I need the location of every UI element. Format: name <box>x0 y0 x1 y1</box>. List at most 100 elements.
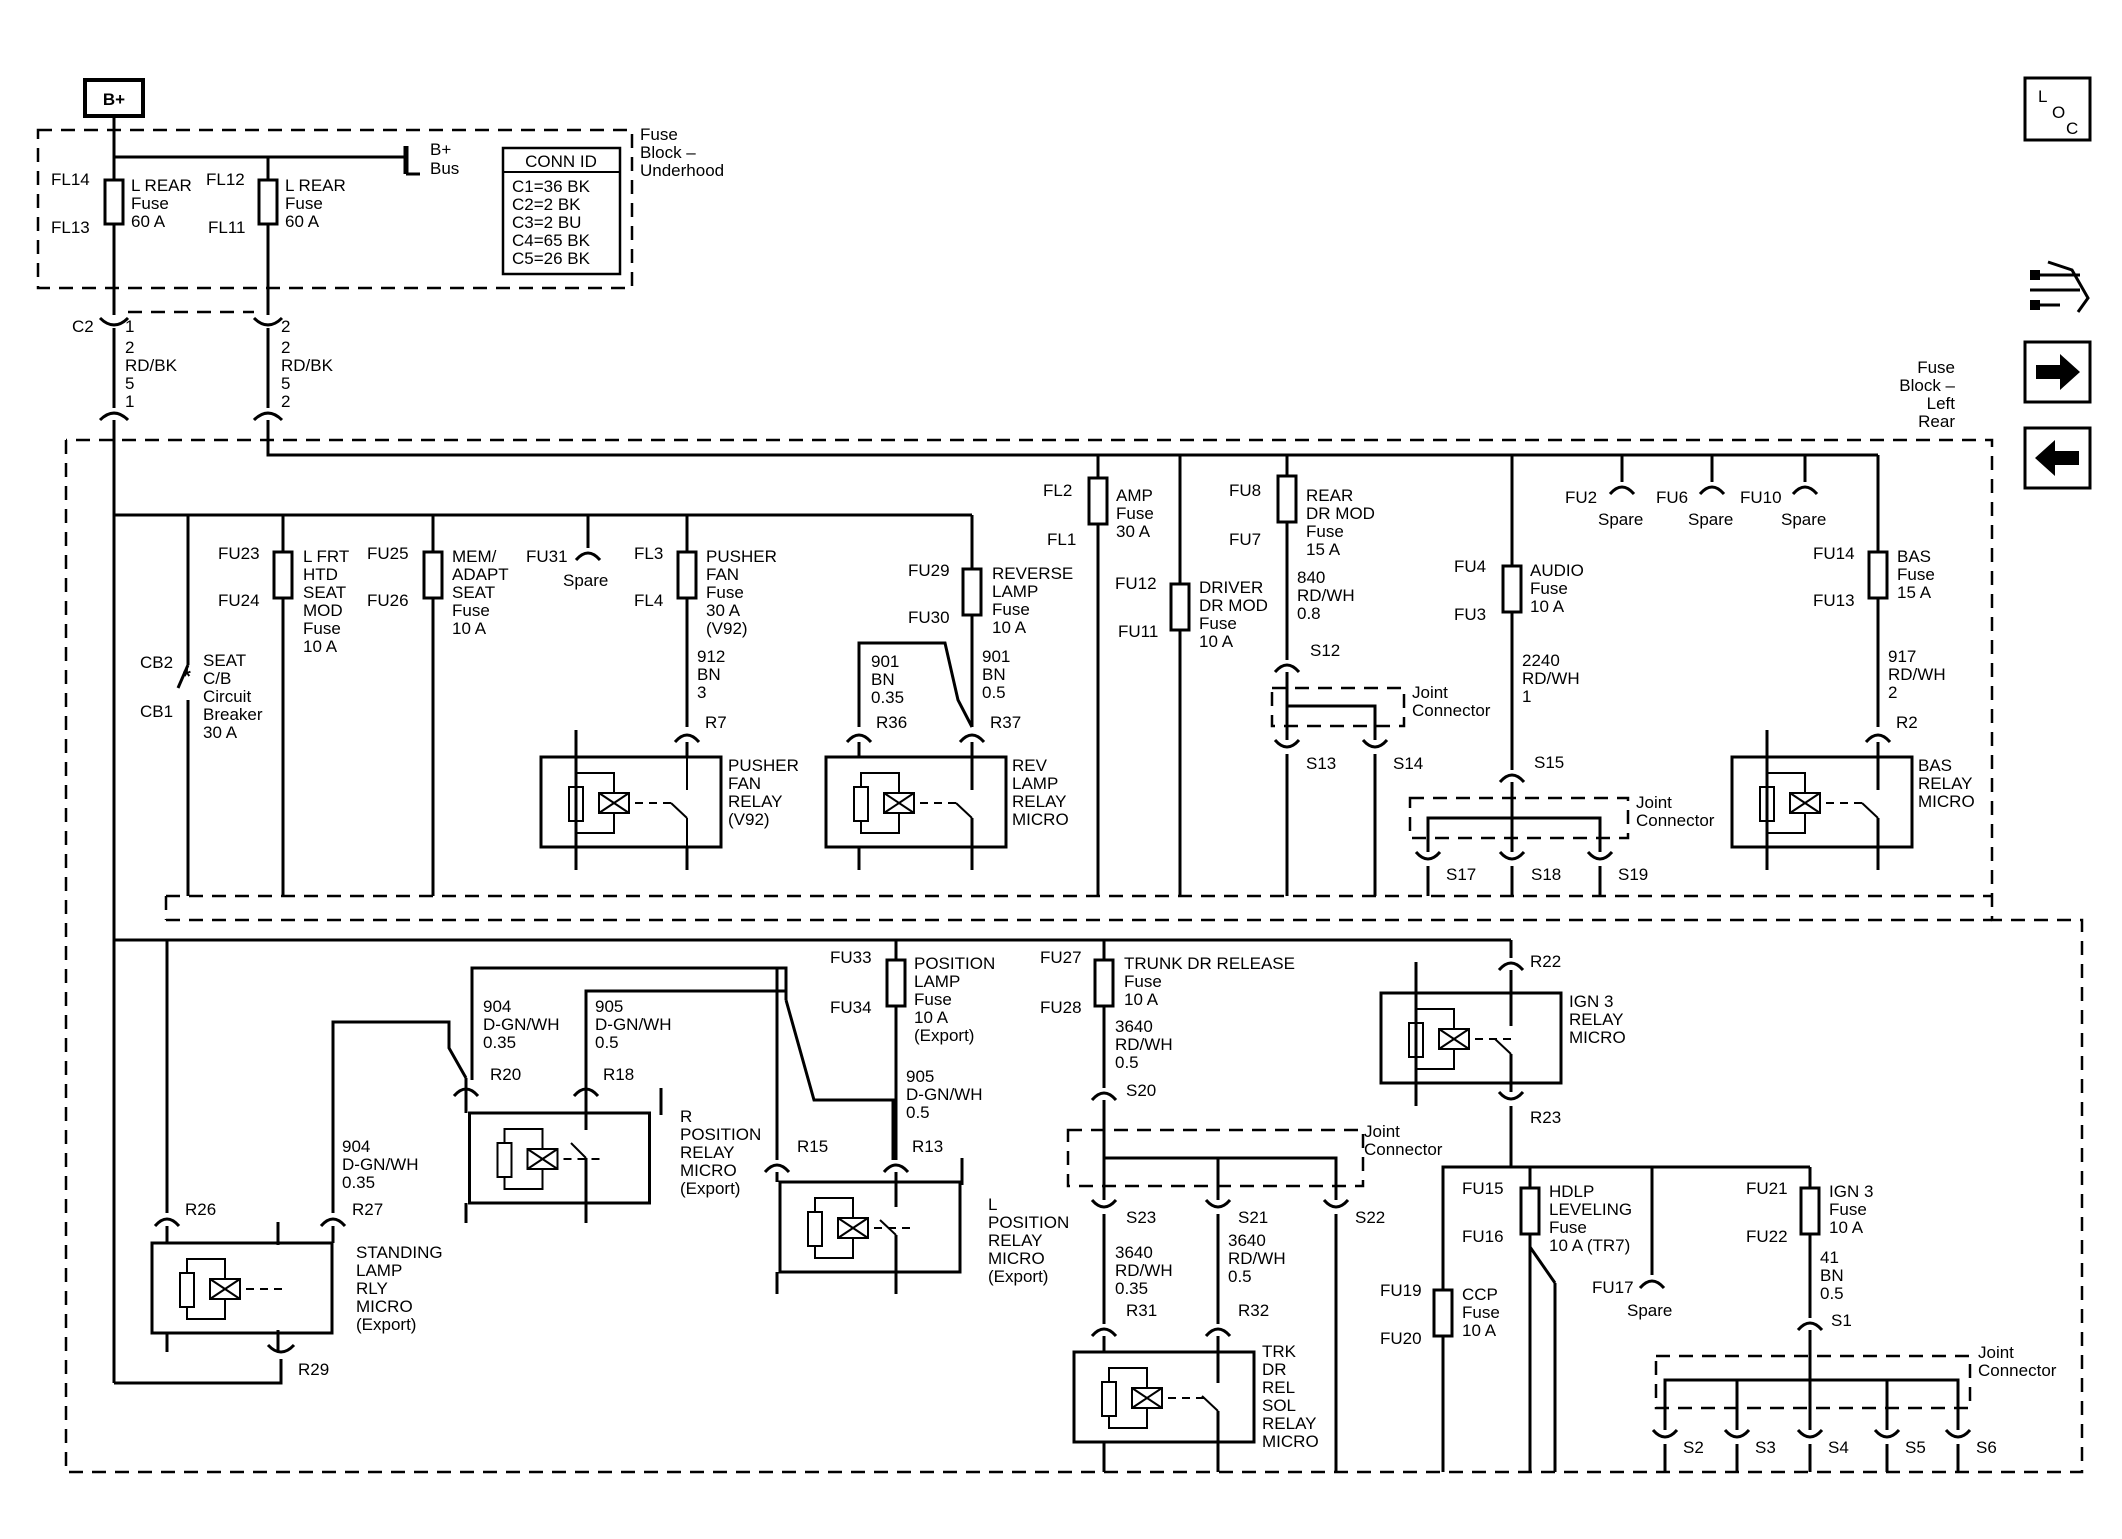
svg-text:10 A: 10 A <box>1829 1218 1864 1237</box>
pusher-fan-relay: R7 PUSHER FAN RELAY (V92) <box>539 713 799 870</box>
svg-text:S21: S21 <box>1238 1208 1268 1227</box>
svg-text:Left: Left <box>1927 394 1956 413</box>
svg-text:POSITION: POSITION <box>988 1213 1069 1232</box>
svg-text:3: 3 <box>697 683 706 702</box>
svg-text:(V92): (V92) <box>728 810 770 829</box>
svg-text:FL12: FL12 <box>206 170 245 189</box>
bas-relay: R2 BAS RELAY MICRO <box>1730 713 1975 870</box>
rear-dr-mod-fuse: FU8 FU7 REAR DR MOD Fuse 15 A 840 RD/WH … <box>1229 455 1375 660</box>
svg-text:R: R <box>680 1107 692 1126</box>
svg-text:904: 904 <box>342 1137 370 1156</box>
l-rear-fuse-2-labels: FL12 FL11 L REAR Fuse 60 A <box>206 170 346 237</box>
conn-id-table: CONN ID C1=36 BK C2=2 BK C3=2 BU C4=65 B… <box>501 146 622 276</box>
svg-text:1: 1 <box>125 317 134 336</box>
svg-text:S15: S15 <box>1534 753 1564 772</box>
svg-text:DR: DR <box>1262 1360 1287 1379</box>
svg-text:RD/WH: RD/WH <box>1228 1249 1286 1268</box>
svg-text:10 A: 10 A <box>1199 632 1234 651</box>
svg-text:S3: S3 <box>1755 1438 1776 1457</box>
svg-text:905: 905 <box>595 997 623 1016</box>
svg-text:C1=36 BK: C1=36 BK <box>512 177 591 196</box>
svg-text:L REAR: L REAR <box>285 176 346 195</box>
svg-text:Fuse: Fuse <box>1199 614 1237 633</box>
svg-text:BN: BN <box>697 665 721 684</box>
svg-text:10 A: 10 A <box>1124 990 1159 1009</box>
svg-text:0.5: 0.5 <box>1228 1267 1252 1286</box>
svg-text:R36: R36 <box>876 713 907 732</box>
svg-text:RELAY: RELAY <box>1918 774 1973 793</box>
svg-text:DRIVER: DRIVER <box>1199 578 1263 597</box>
svg-text:FL2: FL2 <box>1043 481 1072 500</box>
svg-text:RD/WH: RD/WH <box>1888 665 1946 684</box>
svg-text:R23: R23 <box>1530 1108 1561 1127</box>
svg-text:RD/BK: RD/BK <box>281 356 334 375</box>
svg-text:BN: BN <box>871 670 895 689</box>
svg-text:0.5: 0.5 <box>982 683 1006 702</box>
svg-text:Spare: Spare <box>1627 1301 1672 1320</box>
svg-text:Joint: Joint <box>1636 793 1672 812</box>
svg-text:REAR: REAR <box>1306 486 1353 505</box>
fuse-block-left-rear-title: Fuse Block – Left Rear <box>1899 358 1955 431</box>
svg-text:BAS: BAS <box>1918 756 1952 775</box>
svg-text:MEM/: MEM/ <box>452 547 497 566</box>
svg-text:LAMP: LAMP <box>1012 774 1058 793</box>
svg-text:30 A: 30 A <box>203 723 238 742</box>
svg-text:FU15: FU15 <box>1462 1179 1504 1198</box>
l-rear-fuse-2 <box>257 178 279 226</box>
spare-fu17: FU17 Spare <box>1592 1167 1672 1320</box>
audio-fuse: FU4 FU3 AUDIO Fuse 10 A 2240 RD/WH 1 <box>1454 455 1584 770</box>
ign3-fuse: FU21 FU22 IGN 3 Fuse 10 A 41 BN 0.5 <box>1746 1167 1873 1318</box>
loc-icon[interactable]: L O C <box>2023 76 2092 142</box>
ign3-relay: R22 R23 IGN 3 RELAY MICRO <box>1379 940 1626 1167</box>
l-rear-fuse-1 <box>103 178 125 226</box>
wrench-icon[interactable] <box>2030 260 2090 313</box>
svg-text:R13: R13 <box>912 1137 943 1156</box>
svg-text:L: L <box>988 1195 997 1214</box>
svg-text:0.35: 0.35 <box>483 1033 516 1052</box>
svg-text:Fuse: Fuse <box>285 194 323 213</box>
next-arrow-icon[interactable] <box>2023 340 2092 404</box>
svg-text:FL13: FL13 <box>51 218 90 237</box>
reverse-lamp-fuse: FU29 FU30 REVERSE LAMP Fuse 10 A 901 BN … <box>908 515 1073 727</box>
svg-text:TRK: TRK <box>1262 1342 1297 1361</box>
svg-text:FU33: FU33 <box>830 948 872 967</box>
svg-text:PUSHER: PUSHER <box>706 547 777 566</box>
svg-text:Block –: Block – <box>1899 376 1955 395</box>
svg-text:R37: R37 <box>990 713 1021 732</box>
previous-arrow-icon[interactable] <box>2023 426 2092 490</box>
spare-fu31: FU31 Spare <box>526 515 608 590</box>
svg-text:Spare: Spare <box>1781 510 1826 529</box>
l-frt-htd-seat-fuse: FU23 FU24 L FRT HTD SEAT MOD Fuse 10 A <box>218 515 349 896</box>
svg-text:Block –: Block – <box>640 143 696 162</box>
svg-text:5: 5 <box>281 374 290 393</box>
svg-text:R7: R7 <box>705 713 727 732</box>
svg-text:RELAY: RELAY <box>680 1143 735 1162</box>
svg-text:POSITION: POSITION <box>680 1125 761 1144</box>
svg-text:RELAY: RELAY <box>988 1231 1043 1250</box>
svg-text:D-GN/WH: D-GN/WH <box>483 1015 559 1034</box>
svg-text:15 A: 15 A <box>1897 583 1932 602</box>
svg-text:CB1: CB1 <box>140 702 173 721</box>
svg-text:D-GN/WH: D-GN/WH <box>906 1085 982 1104</box>
mem-adapt-seat-fuse: FU25 FU26 MEM/ ADAPT SEAT Fuse 10 A <box>367 515 509 896</box>
svg-text:C5=26 BK: C5=26 BK <box>512 249 591 268</box>
svg-text:2: 2 <box>125 338 134 357</box>
svg-text:2: 2 <box>281 338 290 357</box>
svg-text:FL1: FL1 <box>1047 530 1076 549</box>
svg-text:S14: S14 <box>1393 754 1423 773</box>
svg-text:30 A: 30 A <box>706 601 741 620</box>
svg-text:FU27: FU27 <box>1040 948 1082 967</box>
svg-text:RD/BK: RD/BK <box>125 356 178 375</box>
svg-text:FU3: FU3 <box>1454 605 1486 624</box>
svg-text:0.5: 0.5 <box>1820 1284 1844 1303</box>
svg-text:S23: S23 <box>1126 1208 1156 1227</box>
svg-text:R26: R26 <box>185 1200 216 1219</box>
svg-text:S20: S20 <box>1126 1081 1156 1100</box>
svg-text:D-GN/WH: D-GN/WH <box>595 1015 671 1034</box>
svg-text:IGN 3: IGN 3 <box>1829 1182 1873 1201</box>
svg-text:905: 905 <box>906 1067 934 1086</box>
svg-text:10 A: 10 A <box>452 619 487 638</box>
svg-text:FU7: FU7 <box>1229 530 1261 549</box>
svg-text:Fuse: Fuse <box>1549 1218 1587 1237</box>
joint-connector-ign3: S1 S2 S3 S4 S5 S6 Joint Connector <box>1651 1311 2057 1472</box>
